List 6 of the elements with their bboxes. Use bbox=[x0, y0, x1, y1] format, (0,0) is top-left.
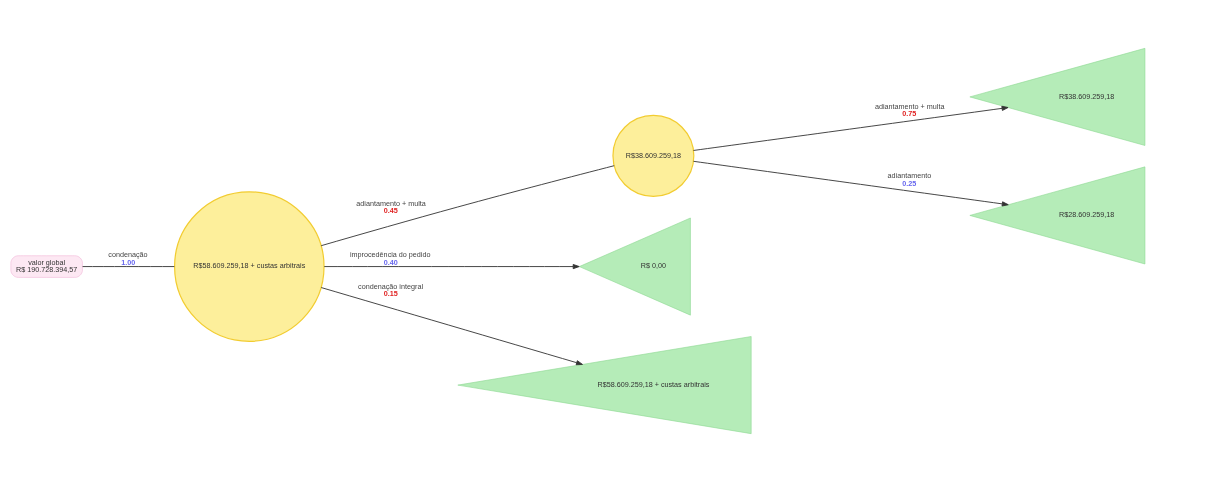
arrow bbox=[320, 287, 583, 366]
arrow bbox=[693, 105, 1009, 151]
connector bbox=[320, 165, 615, 247]
connector bbox=[82, 266, 175, 267]
arrow bbox=[323, 264, 580, 270]
arrow bbox=[693, 160, 1009, 207]
